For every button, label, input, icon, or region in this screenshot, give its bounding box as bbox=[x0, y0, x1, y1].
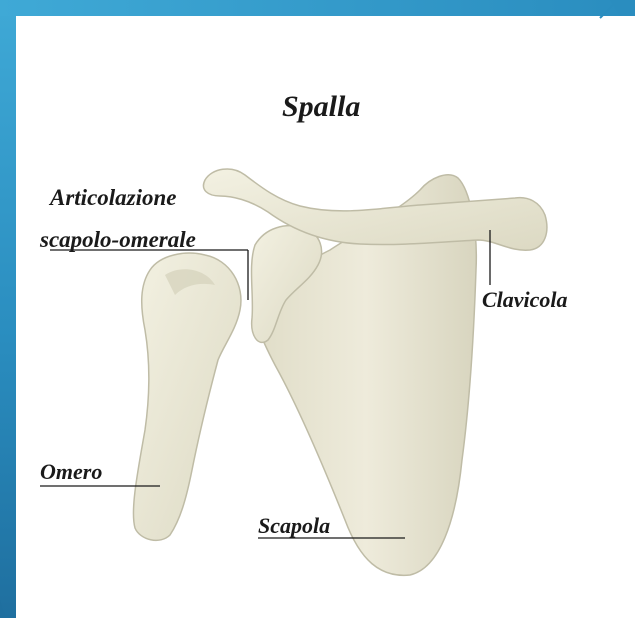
humerus-bone bbox=[133, 253, 241, 540]
diagram-title: Spalla bbox=[282, 92, 360, 122]
clavicle-bone bbox=[203, 169, 546, 250]
label-scapola: Scapola bbox=[258, 515, 330, 537]
label-articolazione-line1: Articolazione bbox=[50, 186, 177, 209]
label-clavicola: Clavicola bbox=[482, 289, 568, 311]
label-articolazione-line2: scapolo-omerale bbox=[40, 228, 196, 251]
label-omero: Omero bbox=[40, 461, 102, 483]
